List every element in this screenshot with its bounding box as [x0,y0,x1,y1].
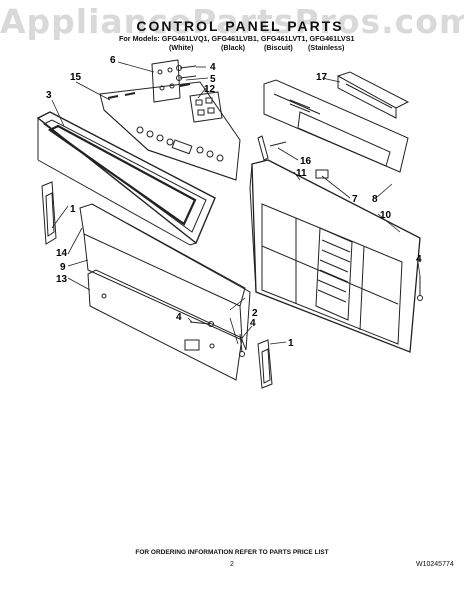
small-brackets [257,135,329,179]
callout-8: 8 [372,194,378,205]
callout-12: 12 [204,84,216,95]
page-number: 2 [230,561,234,568]
callout-1-left: 1 [70,204,76,215]
mounting-bracket [151,59,181,103]
leader-lines [51,61,421,345]
callout-17: 17 [316,72,328,83]
color-biscuit: (Biscuit) [264,43,293,52]
control-panel-trim [36,111,216,246]
access-panel [87,269,243,381]
ordering-note: FOR ORDERING INFORMATION REFER TO PARTS … [135,549,329,556]
callout-4-bottom: 4 [176,312,182,323]
vent-grille [336,71,410,119]
manifold-panel [79,203,251,351]
callout-3: 3 [46,90,52,101]
callout-2: 2 [252,308,258,319]
screws-top [176,65,197,81]
callout-4-lower: 4 [250,318,256,329]
screws-bottom [189,276,423,357]
callout-numbers: 1 1 2 3 4 4 4 4 5 6 7 8 9 10 11 12 13 14… [46,55,422,349]
callout-7: 7 [352,194,358,205]
callout-15: 15 [70,72,82,83]
callout-13: 13 [56,274,68,285]
callout-10: 10 [380,210,392,221]
color-stainless: (Stainless) [308,43,345,52]
callout-4-top: 4 [210,62,216,73]
end-cap-right [257,339,273,389]
callout-6: 6 [110,55,116,66]
callout-16: 16 [300,156,312,167]
models-line: For Models: GFG461LVQ1, GFG461LVB1, GFG4… [119,34,355,43]
page-title: CONTROL PANEL PARTS [136,18,344,34]
callout-11: 11 [296,168,307,179]
callout-5: 5 [210,74,216,85]
document-number: W10245774 [416,561,454,568]
watermark: AppliancePartsPros.com [0,2,464,41]
end-cap-left [41,181,57,245]
back-panel [249,159,421,353]
callout-14: 14 [56,248,68,259]
callout-4-right: 4 [416,254,422,265]
callout-1-right: 1 [288,338,294,349]
color-white: (White) [169,43,194,52]
color-black: (Black) [221,43,245,52]
rear-panel [263,79,409,173]
control-panel [99,81,241,181]
callout-9: 9 [60,262,66,273]
electronic-control-board [189,91,223,123]
